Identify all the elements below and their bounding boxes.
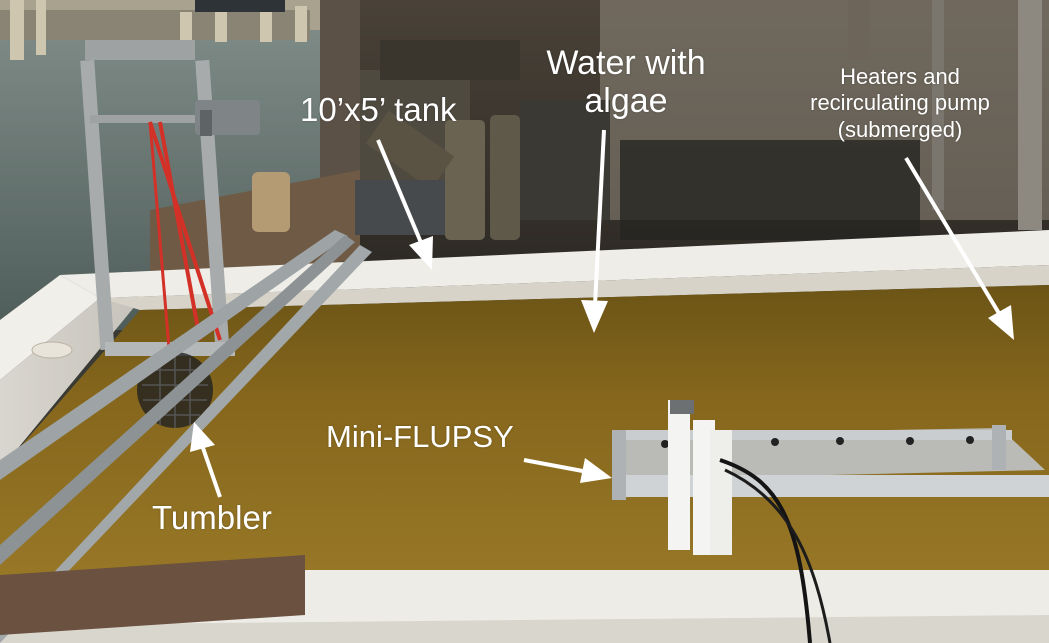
tumbler-label: Tumbler bbox=[152, 499, 272, 536]
tumbler-rig bbox=[0, 40, 372, 643]
tank-label: 10’x5’ tank bbox=[300, 91, 457, 128]
arrow-flupsy bbox=[523, 458, 612, 483]
arrow-tank bbox=[376, 139, 433, 270]
flupsy-label: Mini-FLUPSY bbox=[326, 419, 514, 454]
annotation-arrows bbox=[190, 129, 1014, 498]
heaters-label-line1: Heaters and bbox=[840, 64, 960, 89]
arrow-water bbox=[581, 129, 608, 333]
arrow-heaters bbox=[904, 156, 1014, 340]
mini-flupsy bbox=[612, 400, 1049, 643]
heaters-label-line2: recirculating pump bbox=[810, 90, 990, 116]
water-label: Water with algae bbox=[526, 44, 726, 120]
heaters-label-line3: (submerged) bbox=[837, 116, 963, 142]
arrow-tumbler bbox=[190, 422, 222, 498]
water-label-line2: algae bbox=[584, 82, 668, 121]
water-label-line1: Water with bbox=[546, 44, 706, 82]
heaters-label: Heaters and recirculating pump (submerge… bbox=[780, 64, 1020, 143]
